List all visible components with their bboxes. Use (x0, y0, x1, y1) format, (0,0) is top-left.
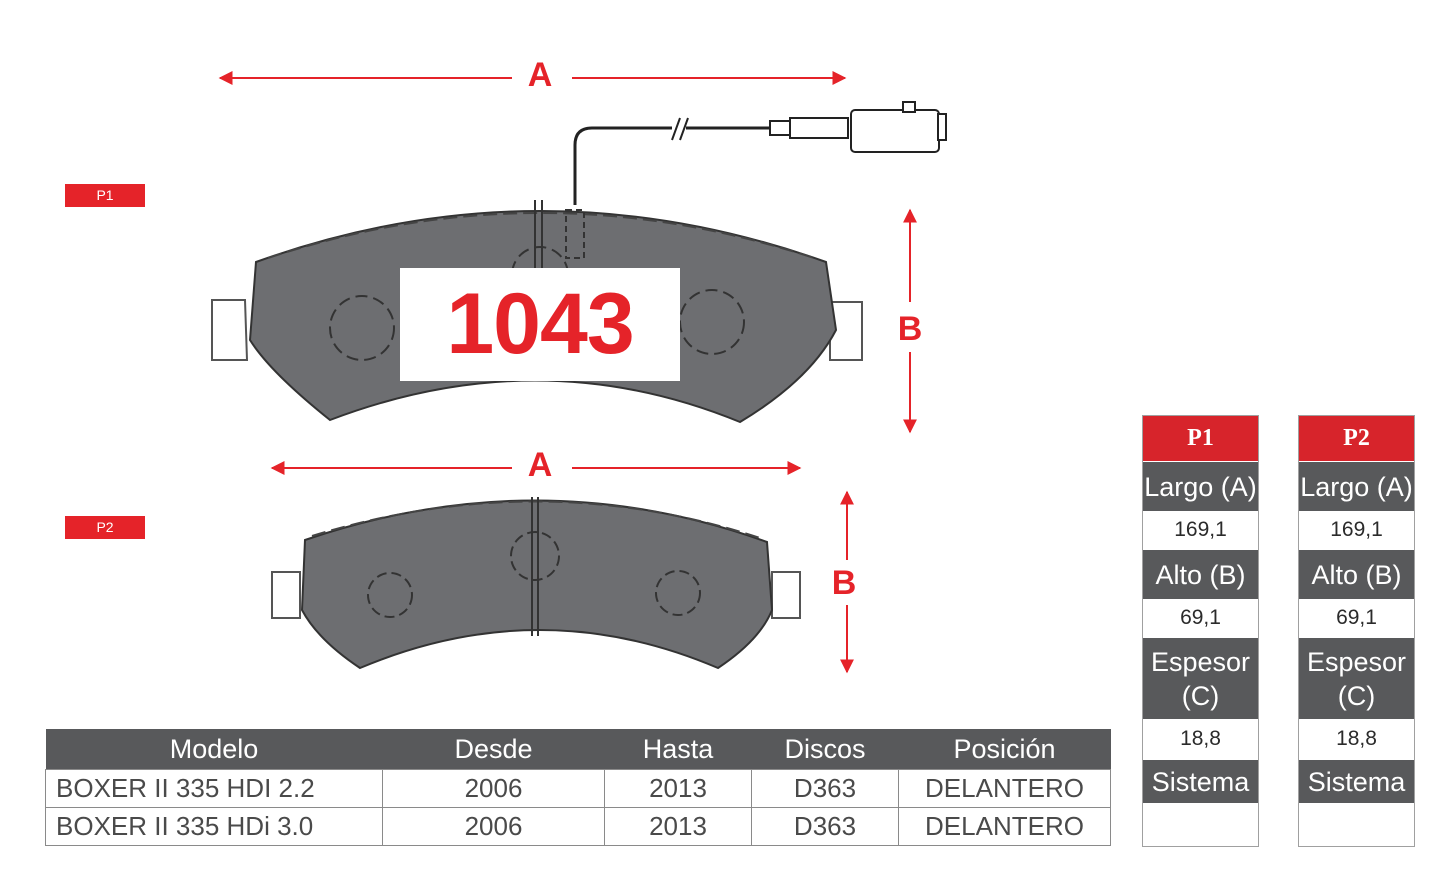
alto-label: Alto (B) (1143, 549, 1258, 599)
wear-sensor-cable (573, 117, 770, 205)
part-number-box: 1043 (400, 268, 680, 381)
table-row: BOXER II 335 HDi 3.0 2006 2013 D363 DELA… (45, 807, 1111, 846)
sistema-value (1143, 803, 1258, 846)
sistema-value (1299, 803, 1414, 846)
spec-column-p2: P2 Largo (A) 169,1 Alto (B) 69,1 Espesor… (1298, 415, 1415, 847)
espesor-label-line2: (C) (1181, 680, 1220, 711)
brake-pad-p2 (271, 497, 801, 670)
largo-value: 169,1 (1299, 511, 1414, 549)
vehicle-models-table: Modelo Desde Hasta Discos Posición BOXER… (45, 729, 1111, 846)
column-header-discos: Discos (751, 729, 899, 770)
pad-label-p1: P1 (65, 184, 145, 207)
model-cell: BOXER II 335 HDi 3.0 (45, 807, 383, 846)
spec-title: P2 (1299, 416, 1414, 461)
column-header-hasta: Hasta (604, 729, 752, 770)
to-year-cell: 2013 (604, 807, 752, 846)
sistema-label: Sistema (1299, 759, 1414, 803)
position-cell: DELANTERO (898, 807, 1111, 846)
disc-cell: D363 (751, 807, 899, 846)
column-header-desde: Desde (382, 729, 605, 770)
part-number: 1043 (446, 276, 634, 372)
alto-label: Alto (B) (1299, 549, 1414, 599)
table-header-row: Modelo Desde Hasta Discos Posición (45, 729, 1111, 770)
dimension-letter-b1: B (897, 310, 923, 348)
dimension-letter-a2: A (527, 446, 553, 484)
espesor-label: Espesor (C) (1143, 637, 1258, 719)
espesor-label-line2: (C) (1337, 680, 1376, 711)
alto-value: 69,1 (1143, 599, 1258, 637)
espesor-label-line1: Espesor (1306, 646, 1407, 677)
espesor-label-line1: Espesor (1150, 646, 1251, 677)
to-year-cell: 2013 (604, 769, 752, 808)
sistema-label: Sistema (1143, 759, 1258, 803)
position-cell: DELANTERO (898, 769, 1111, 808)
pad-label-p2: P2 (65, 516, 145, 539)
model-cell: BOXER II 335 HDI 2.2 (45, 769, 383, 808)
spec-column-p1: P1 Largo (A) 169,1 Alto (B) 69,1 Espesor… (1142, 415, 1259, 847)
from-year-cell: 2006 (382, 769, 605, 808)
disc-cell: D363 (751, 769, 899, 808)
from-year-cell: 2006 (382, 807, 605, 846)
largo-label: Largo (A) (1299, 461, 1414, 511)
espesor-label: Espesor (C) (1299, 637, 1414, 719)
largo-label: Largo (A) (1143, 461, 1258, 511)
alto-value: 69,1 (1299, 599, 1414, 637)
column-header-modelo: Modelo (45, 729, 383, 770)
dimension-letter-a1: A (527, 56, 553, 94)
table-row: BOXER II 335 HDI 2.2 2006 2013 D363 DELA… (45, 769, 1111, 808)
espesor-value: 18,8 (1143, 719, 1258, 759)
dimension-letter-b2: B (831, 564, 857, 602)
espesor-value: 18,8 (1299, 719, 1414, 759)
spec-title: P1 (1143, 416, 1258, 461)
sensor-connector (769, 101, 947, 153)
largo-value: 169,1 (1143, 511, 1258, 549)
column-header-posicion: Posición (898, 729, 1111, 770)
